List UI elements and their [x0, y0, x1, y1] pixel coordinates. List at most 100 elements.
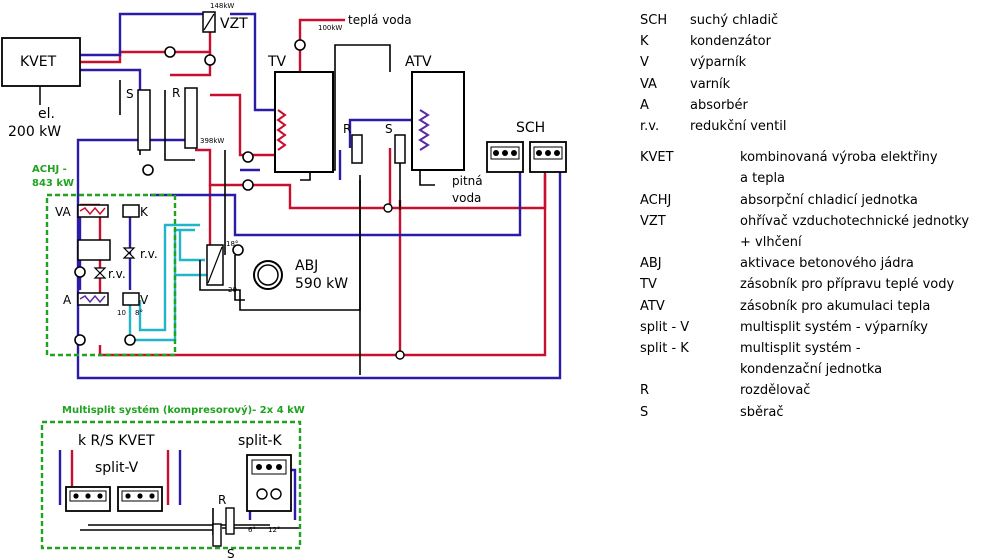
junction-markers — [383, 203, 405, 360]
temp-10: 10 — [117, 309, 126, 317]
achj-label-2: 843 kW — [32, 178, 74, 189]
rv-left-label: r.v. — [108, 267, 126, 281]
legend-desc: + vlhčení — [740, 235, 802, 251]
el-label: el. — [38, 106, 55, 122]
atv-label: ATV — [405, 54, 432, 70]
legend-desc: výparník — [690, 55, 747, 71]
distributor-r-bottom — [225, 507, 235, 535]
legend-row: ABJ aktivace betonového jádra — [640, 253, 1000, 274]
atv-tank — [411, 71, 465, 171]
legend-desc: multisplit systém - výparníky — [740, 319, 928, 335]
distributor-r-mid-label: R — [343, 122, 351, 136]
distributor-r-bottom-label: R — [218, 493, 226, 507]
pump-icon — [74, 334, 86, 346]
legend-row: ACHJ absorpční chladicí jednotka — [640, 190, 1000, 211]
vzt-label: VZT — [220, 16, 248, 32]
sch-label: SCH — [516, 120, 545, 136]
kvet-unit — [1, 37, 81, 87]
chilled-pipes — [128, 223, 210, 342]
pumps — [74, 39, 306, 346]
r-power: 398kW — [200, 137, 224, 145]
black-pipes — [80, 44, 435, 535]
temp-6: 6° — [248, 526, 256, 534]
legend-abbr — [640, 232, 740, 253]
collector-s-top — [137, 89, 151, 151]
v-evaporator — [122, 292, 140, 306]
legend-abbr: ATV — [640, 298, 665, 314]
split-v-unit-2 — [117, 486, 163, 512]
dry-cooler-2 — [529, 141, 567, 173]
legend-desc: absorpční chladicí jednotka — [740, 192, 918, 208]
legend-desc: rozdělovač — [740, 383, 811, 399]
legend-desc: zásobník pro přípravu teplé vody — [740, 277, 955, 293]
k-label: K — [140, 205, 149, 219]
legend-desc: a tepla — [740, 171, 786, 187]
legend-desc: suchý chladič — [690, 13, 779, 28]
collector-s-bottom — [212, 523, 222, 547]
rv-right-label: r.v. — [140, 247, 158, 261]
legend-abbr: R — [640, 383, 650, 399]
legend-desc: varník — [690, 76, 731, 92]
legend-row: VA varník — [640, 74, 1000, 95]
pump-icon — [242, 151, 254, 163]
legend-desc: redukční ventil — [690, 119, 787, 135]
legend-abbr: r.v. — [640, 119, 660, 135]
legend-desc: kondenzační jednotka — [740, 362, 883, 378]
tv-tank — [274, 71, 334, 173]
legend-abbr: V — [640, 55, 649, 71]
pump-icon — [204, 54, 216, 66]
pump-icon — [142, 164, 154, 176]
legend-abbr: ACHJ — [640, 192, 672, 208]
split-k-label: split-K — [238, 433, 283, 449]
heat-exchanger-achj — [77, 239, 111, 261]
junction-icon — [395, 350, 405, 360]
tepla-voda-power: 100kW — [318, 24, 342, 32]
legend-abbr: ABJ — [640, 256, 662, 272]
pump-icon — [294, 39, 306, 51]
legend-spacer — [640, 137, 1000, 147]
legend-abbr: VA — [640, 76, 657, 92]
legend-abbr: K — [640, 34, 649, 50]
legend-row: kondenzační jednotka — [640, 359, 1000, 380]
legend-desc: kondenzátor — [690, 34, 771, 50]
krs-kvet-label: k R/S KVET — [78, 433, 155, 449]
collector-s-mid — [394, 134, 406, 164]
kvet-label: KVET — [20, 54, 57, 70]
pitna-voda-label-1: pitná — [452, 174, 483, 188]
multisplit-frame — [40, 420, 302, 550]
abj-label: ABJ — [295, 258, 318, 274]
legend-row: r.v. redukční ventil — [640, 116, 1000, 137]
energy-system-diagram: KVET el. 200 kW 148kW VZT S R 398kW TV t… — [1, 2, 567, 560]
reducing-valve-right-icon — [122, 247, 136, 259]
abj-power: 590 kW — [295, 276, 348, 292]
legend-row: split - V multisplit systém - výparníky — [640, 317, 1000, 338]
distributor-r-top-label: R — [172, 86, 180, 100]
legend-desc: sběrač — [740, 404, 784, 420]
v-label: V — [140, 293, 149, 307]
achj-frame — [45, 193, 177, 357]
legend-desc: aktivace betonového jádra — [740, 256, 914, 272]
achj-label-1: ACHJ - — [32, 164, 67, 175]
vzt-power: 148kW — [210, 2, 234, 10]
legend-row: + vlhčení — [640, 232, 1000, 253]
temp-12: 12° — [268, 526, 280, 534]
pump-icon — [242, 179, 254, 191]
legend-abbr: VZT — [640, 213, 666, 229]
distributor-r-top — [184, 87, 198, 149]
pump-icon — [232, 244, 244, 256]
pump-icon — [74, 266, 86, 278]
temp-8: 8° — [135, 309, 143, 317]
legend-abbr: split - V — [640, 319, 690, 335]
distributor-r-mid — [351, 134, 363, 164]
collector-s-bottom-label: S — [227, 547, 235, 560]
